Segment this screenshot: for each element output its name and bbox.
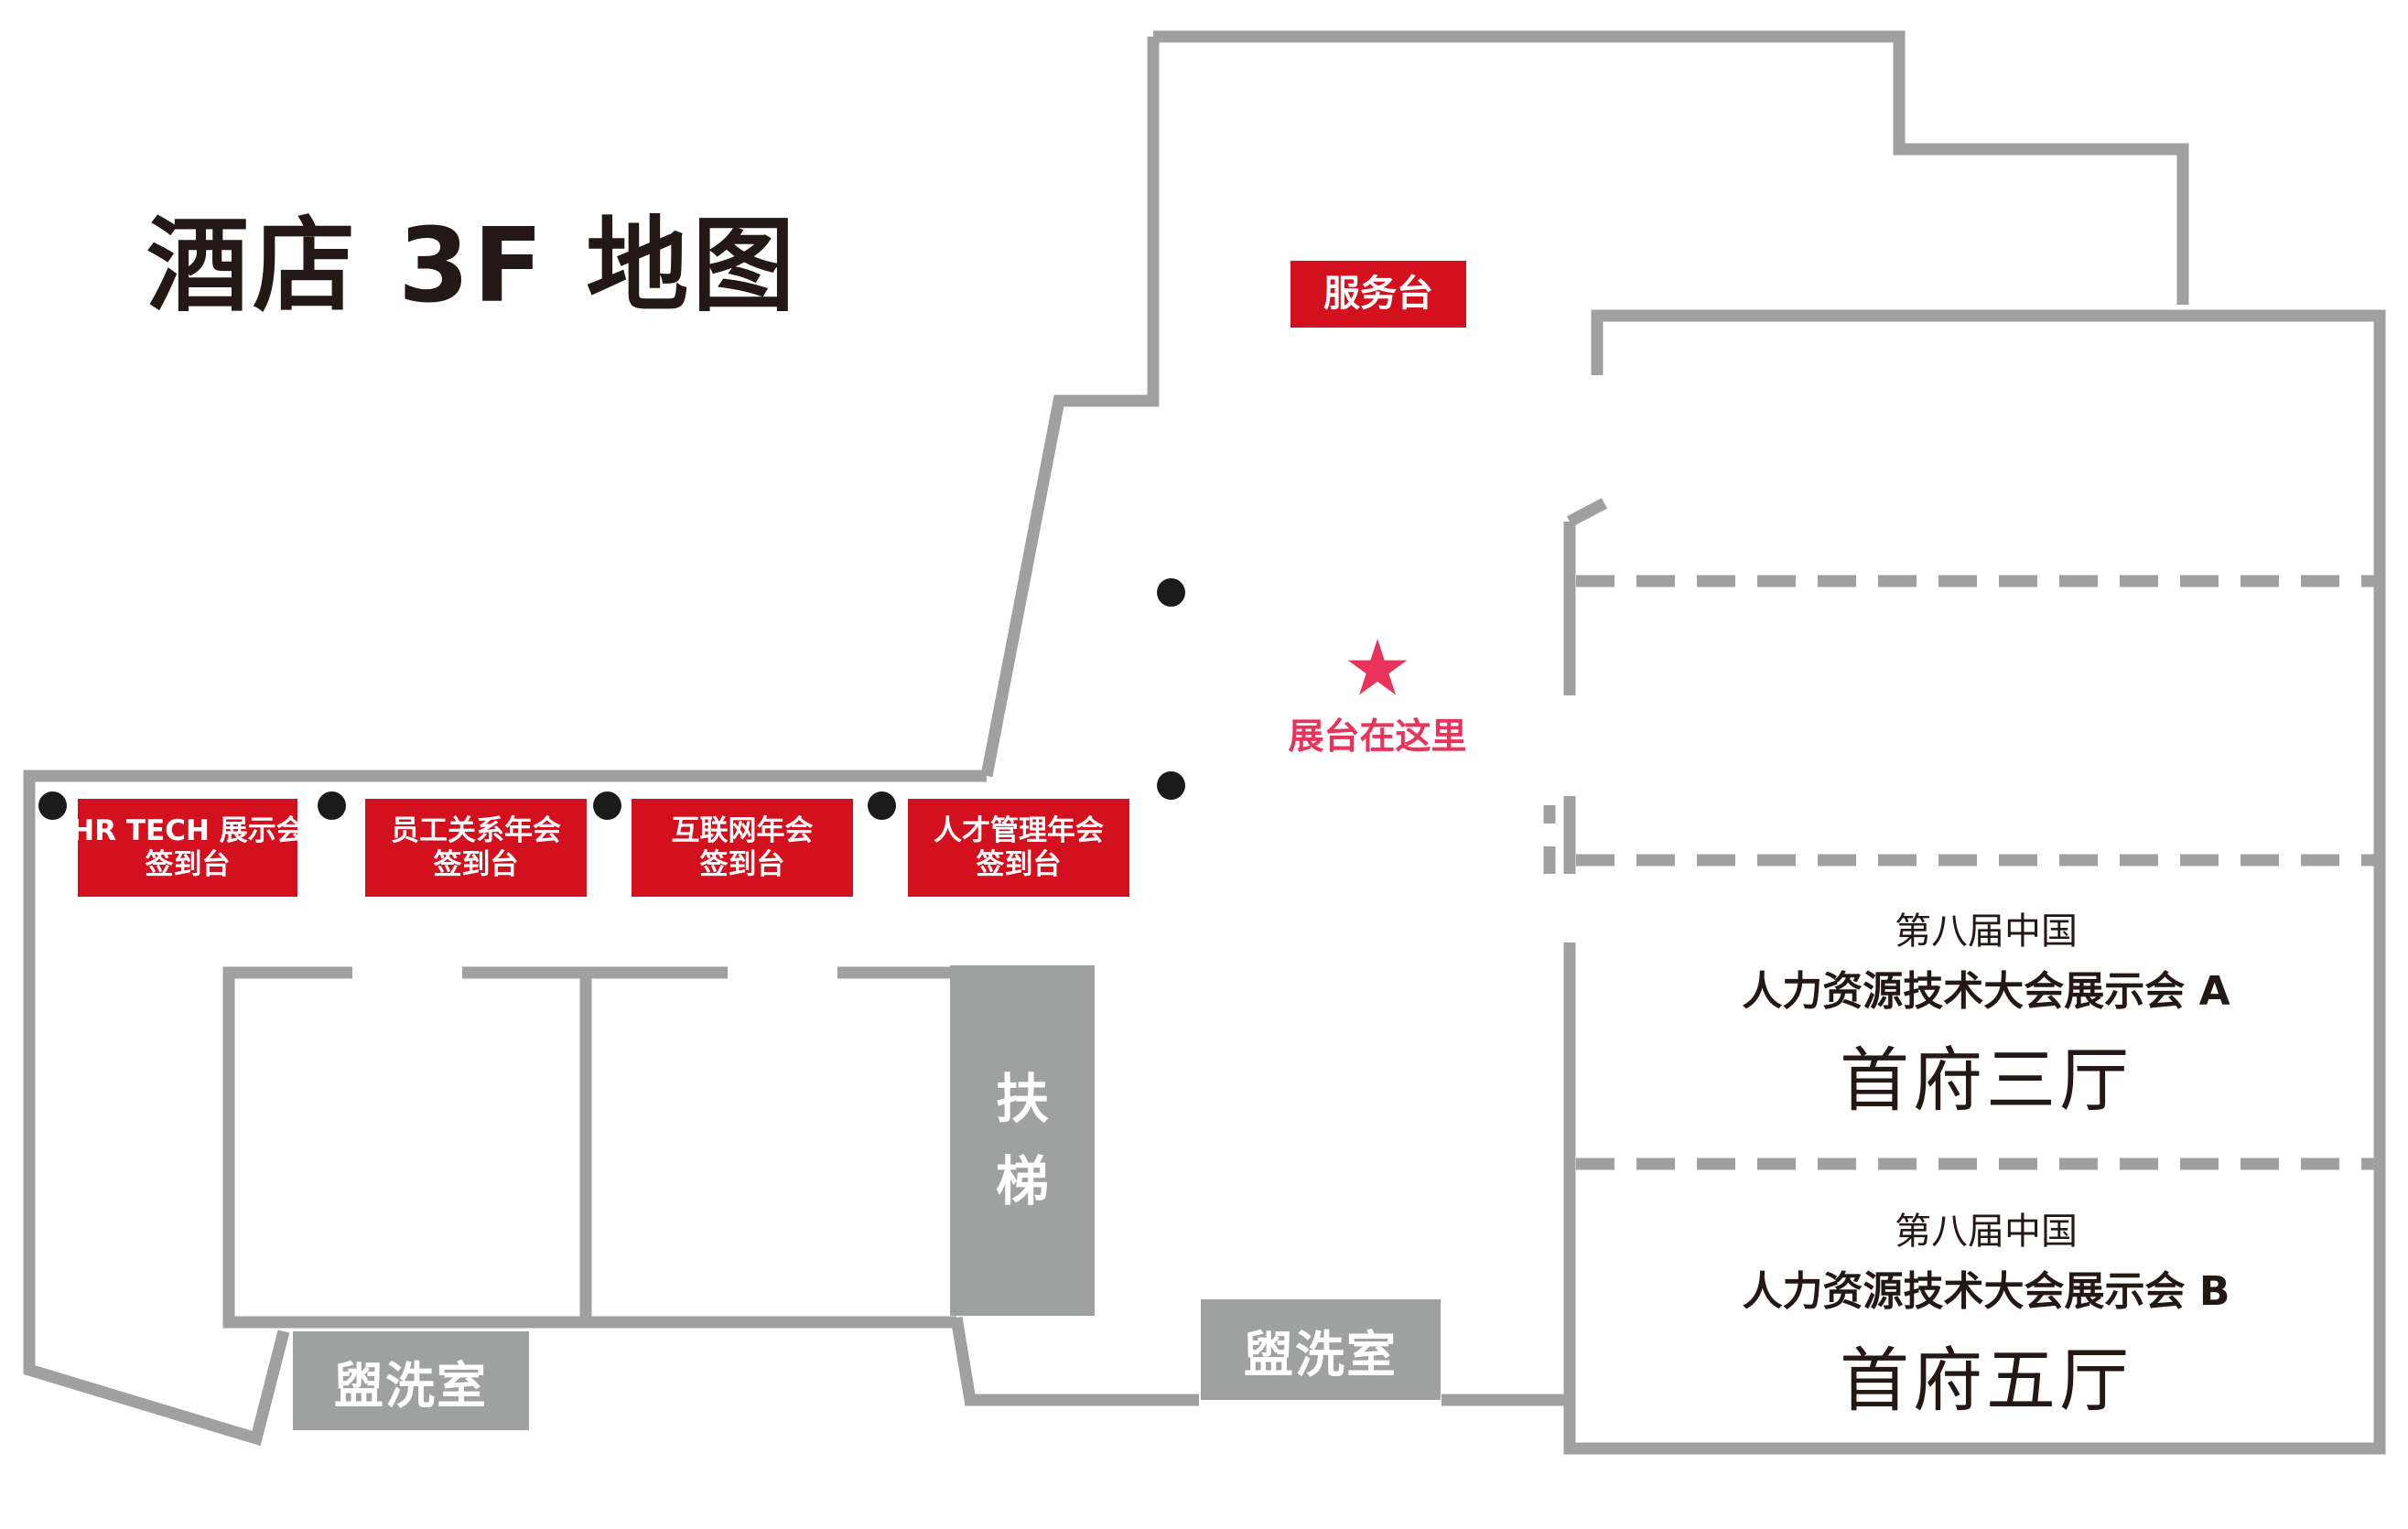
escalator-char2: 梯: [995, 1149, 1049, 1212]
wall-bottom-corridor: [950, 1316, 1199, 1406]
wall-rooms: [222, 966, 956, 1329]
checkin-desk-employee-relations: 员工关系年会 签到台: [365, 799, 587, 897]
wall-upper-left: [980, 37, 1160, 778]
wall-halls-block: [1563, 309, 2386, 1455]
hall-b-name: 人力资源技术大会展示会 B: [1742, 1268, 2230, 1315]
marker-dot: [1157, 578, 1185, 607]
checkin-desk-line2: 签到台: [699, 847, 785, 881]
service-desk-label: 服务台: [1290, 261, 1466, 328]
hall-b-edition: 第八届中国: [1895, 1211, 2078, 1253]
escalator-char1: 扶: [995, 1067, 1049, 1130]
wall-upper-zone: [1153, 30, 2189, 305]
map-title: 酒店 3F 地图: [146, 207, 799, 326]
hall-a-room: 首府三厅: [1840, 1039, 2133, 1121]
hall-b-label: 第八届中国 人力资源技术大会展示会 B 首府五厅: [1702, 1201, 2270, 1425]
washroom-right: 盥洗室: [1201, 1299, 1441, 1400]
you-are-here-marker: ★ 展台在这里: [1263, 630, 1492, 759]
checkin-desk-line2: 签到台: [976, 847, 1062, 881]
checkin-desk-hrtech: HR TECH 展示会 签到台: [70, 799, 305, 897]
checkin-desk-internet: 互联网年会 签到台: [632, 799, 853, 897]
marker-dot: [38, 791, 67, 820]
checkin-desk-line2: 签到台: [433, 847, 519, 881]
you-are-here-label: 展台在这里: [1288, 716, 1467, 758]
escalator: 扶 梯: [950, 965, 1095, 1316]
marker-dot: [1157, 771, 1185, 800]
washroom-left: 盥洗室: [293, 1331, 529, 1430]
star-icon: ★: [1343, 623, 1412, 713]
hall-b-room: 首府五厅: [1840, 1340, 2133, 1421]
checkin-desk-line1: 互联网年会: [671, 813, 814, 847]
marker-dot: [593, 791, 621, 820]
marker-dot: [318, 791, 346, 820]
hall-a-name: 人力资源技术大会展示会 A: [1742, 968, 2230, 1015]
checkin-desk-line1: HR TECH 展示会: [70, 813, 305, 847]
hall-a-edition: 第八届中国: [1895, 910, 2078, 953]
marker-dot: [868, 791, 896, 820]
checkin-desk-line1: 人才管理年会: [934, 813, 1104, 847]
checkin-desk-line2: 签到台: [145, 847, 231, 881]
checkin-desk-talent: 人才管理年会 签到台: [908, 799, 1129, 897]
checkin-desk-line1: 员工关系年会: [391, 813, 561, 847]
hall-a-label: 第八届中国 人力资源技术大会展示会 A 首府三厅: [1702, 901, 2270, 1125]
wall-left-wing: [23, 770, 987, 1447]
